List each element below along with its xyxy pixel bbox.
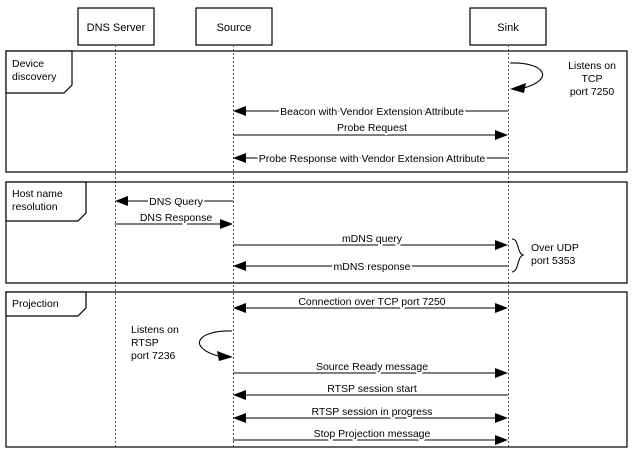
message-label-bg-mdns-response: mDNS response xyxy=(333,261,410,273)
message-label-mdns-query: mDNS query xyxy=(342,233,403,245)
arrow-head-right-rtsp-session-in-progress xyxy=(495,413,508,423)
message-label-bg-mdns-query: mDNS query xyxy=(342,233,403,245)
message-dns-response: DNS Response DNS Response xyxy=(115,210,233,229)
actor-box-source[interactable] xyxy=(195,7,273,46)
band-tab-device-discovery xyxy=(5,50,73,94)
message-label-mdns-response: mDNS response xyxy=(333,261,410,273)
arrow-head-left-rtsp-session-in-progress xyxy=(233,413,246,423)
band-label-device-discovery-line1: Device xyxy=(12,58,44,70)
message-label-bg-connection-tcp: Connection over TCP port 7250 xyxy=(298,296,445,308)
message-connection-tcp: Connection over TCP port 7250 Connection… xyxy=(233,294,508,313)
arrow-head-probe-request xyxy=(495,130,508,140)
arrow-head-dns-response xyxy=(220,219,233,229)
band-label-projection-line1: Projection xyxy=(12,298,59,310)
message-label-bg-rtsp-session-start: RTSP session start xyxy=(327,383,417,395)
band-projection xyxy=(5,291,628,448)
message-label-bg-probe-request: Probe Request xyxy=(337,122,407,134)
actor-label-source: Source xyxy=(217,22,252,34)
message-label-source-ready: Source Ready message xyxy=(316,361,428,373)
message-label-probe-response: Probe Response with Vendor Extension Att… xyxy=(259,153,486,165)
message-beacon: Beacon with Vendor Extension Attribute B… xyxy=(233,104,508,120)
message-probe-response: Probe Response with Vendor Extension Att… xyxy=(233,151,508,167)
band-label-host-name-resolution-line2: resolution xyxy=(12,201,58,213)
actor-label-sink: Sink xyxy=(497,22,519,34)
message-rtsp-session-in-progress: RTSP session in progress RTSP session in… xyxy=(233,404,508,423)
note-sink-listens-tcp-line3: port 7250 xyxy=(570,86,615,98)
message-label-dns-response: DNS Response xyxy=(140,212,213,224)
message-probe-request: Probe Request Probe Request xyxy=(233,120,508,140)
message-label-bg-probe-response: Probe Response with Vendor Extension Att… xyxy=(259,153,486,165)
arrow-head-stop-projection xyxy=(495,435,508,445)
actor-box-dns-server[interactable] xyxy=(77,7,155,46)
message-dns-query: DNS Query DNS Query xyxy=(115,194,233,210)
band-label-device-discovery-line2: discovery xyxy=(12,71,57,83)
self-loop-icon-source xyxy=(198,330,233,357)
arrow-head-mdns-response xyxy=(233,261,246,271)
band-label-host-name-resolution-line1: Host name xyxy=(12,188,63,200)
actor-source[interactable]: Source xyxy=(195,7,273,46)
message-label-beacon: Beacon with Vendor Extension Attribute xyxy=(280,106,464,118)
note-over-udp-line2: port 5353 xyxy=(531,255,576,267)
band-tab-host-name-resolution xyxy=(5,181,87,222)
message-label-bg-rtsp-session-in-progress: RTSP session in progress xyxy=(311,406,432,418)
note-source-listens-rtsp: Listens on RTSP port 7236 xyxy=(131,324,233,362)
arrow-head-icon-sink-loop xyxy=(510,83,526,93)
note-sink-listens-tcp: Listens on TCP port 7250 xyxy=(509,60,616,98)
arrow-head-rtsp-session-start xyxy=(233,390,246,400)
message-label-bg-dns-response: DNS Response xyxy=(140,212,213,224)
band-tab-projection xyxy=(5,291,87,317)
message-label-rtsp-session-start: RTSP session start xyxy=(327,383,417,395)
note-sink-listens-tcp-line2: TCP xyxy=(582,73,603,85)
arrow-head-right-connection-tcp xyxy=(495,303,508,313)
arrow-head-left-connection-tcp xyxy=(233,303,246,313)
note-source-listens-rtsp-line2: RTSP xyxy=(131,337,159,349)
message-label-bg-beacon: Beacon with Vendor Extension Attribute xyxy=(280,106,464,118)
arrow-head-mdns-query xyxy=(495,240,508,250)
message-label-probe-request: Probe Request xyxy=(337,122,407,134)
arrow-head-probe-response xyxy=(233,153,246,163)
message-mdns-query: mDNS query mDNS query xyxy=(233,231,508,250)
message-label-stop-projection: Stop Projection message xyxy=(314,428,431,440)
actor-sink[interactable]: Sink xyxy=(469,7,547,46)
brace-icon-over-udp xyxy=(511,238,525,273)
actor-dns-server[interactable]: DNS Server xyxy=(77,7,155,46)
message-label-bg-dns-query: DNS Query xyxy=(149,196,203,208)
self-loop-icon-sink xyxy=(509,62,544,89)
note-over-udp-line1: Over UDP xyxy=(531,242,579,254)
message-mdns-response: mDNS response mDNS response xyxy=(233,259,508,275)
actor-label-dns-server: DNS Server xyxy=(87,22,146,34)
arrow-head-beacon xyxy=(233,106,246,116)
arrow-head-dns-query xyxy=(115,196,128,206)
message-label-dns-query: DNS Query xyxy=(149,196,203,208)
message-label-bg-stop-projection: Stop Projection message xyxy=(314,428,431,440)
message-label-rtsp-session-in-progress: RTSP session in progress xyxy=(311,406,432,418)
note-source-listens-rtsp-line1: Listens on xyxy=(131,324,179,336)
band-device-discovery xyxy=(5,50,628,173)
message-source-ready: Source Ready message Source Ready messag… xyxy=(233,359,508,378)
note-over-udp: Over UDP port 5353 xyxy=(511,238,579,273)
note-sink-listens-tcp-line1: Listens on xyxy=(568,60,616,72)
message-label-bg-source-ready: Source Ready message xyxy=(316,361,428,373)
message-rtsp-session-start: RTSP session start RTSP session start xyxy=(233,381,508,400)
band-host-name-resolution xyxy=(5,181,628,284)
arrow-head-source-ready xyxy=(495,368,508,378)
arrow-head-icon-source-loop xyxy=(217,351,233,361)
message-label-connection-tcp: Connection over TCP port 7250 xyxy=(298,296,445,308)
message-stop-projection: Stop Projection message Stop Projection … xyxy=(233,426,508,445)
note-source-listens-rtsp-line3: port 7236 xyxy=(131,350,176,362)
